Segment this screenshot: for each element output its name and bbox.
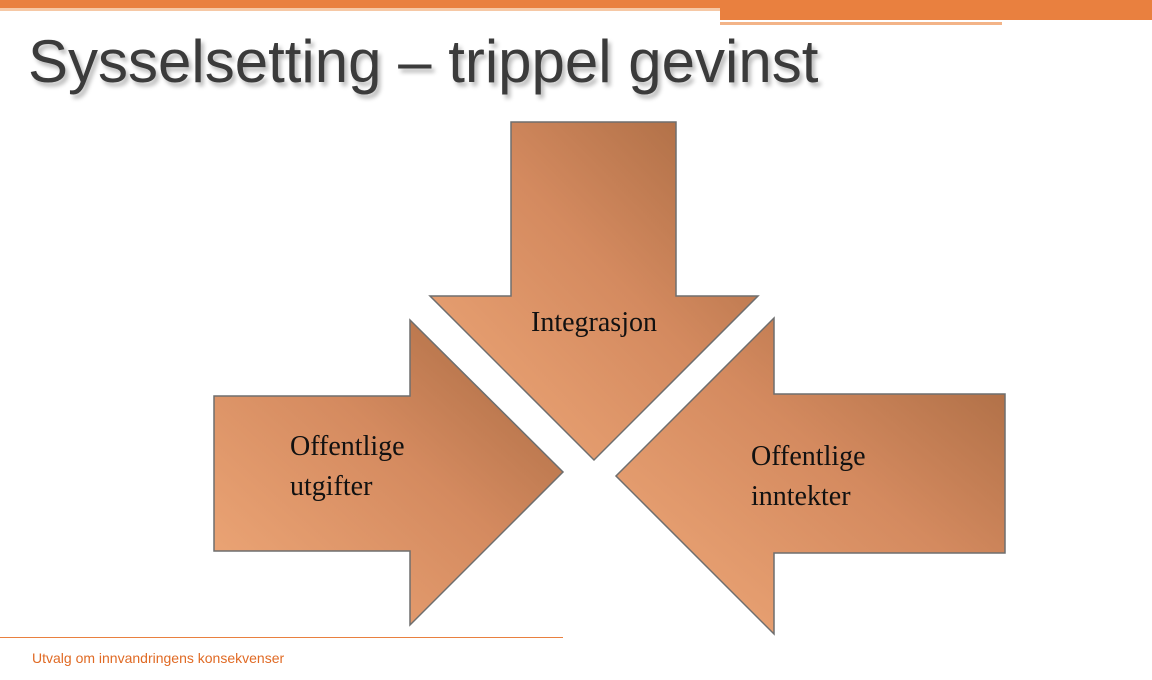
arrow-right-shape bbox=[213, 318, 565, 627]
arrow-down-shape bbox=[428, 121, 760, 462]
slide-title: Sysselsetting – trippel gevinst bbox=[28, 28, 819, 95]
arrow-label-line: inntekter bbox=[751, 481, 851, 512]
arrow-left-shape bbox=[614, 316, 1006, 636]
top-right-accent-line bbox=[720, 22, 1002, 25]
arrow-integrasjon: Integrasjon bbox=[428, 121, 760, 462]
top-accent-band-shadow bbox=[0, 8, 720, 11]
arrow-offentlige-inntekter: Offentlige inntekter bbox=[614, 316, 1006, 636]
arrow-label-integrasjon: Integrasjon bbox=[531, 307, 657, 338]
footer-divider bbox=[0, 637, 563, 638]
arrow-label-offentlige-inntekter: Offentlige inntekter bbox=[751, 441, 873, 512]
arrow-offentlige-utgifter: Offentlige utgifter bbox=[213, 318, 565, 627]
top-accent-band bbox=[0, 0, 1152, 8]
arrow-label-offentlige-utgifter: Offentlige utgifter bbox=[290, 431, 412, 502]
top-right-accent-bar bbox=[720, 8, 1152, 20]
arrow-label-line: utgifter bbox=[290, 471, 373, 502]
footer-text: Utvalg om innvandringens konsekvenser bbox=[32, 650, 285, 666]
arrow-label-line: Offentlige bbox=[751, 441, 866, 472]
arrow-label-line: Offentlige bbox=[290, 431, 405, 462]
arrow-label-line: Integrasjon bbox=[531, 307, 657, 338]
